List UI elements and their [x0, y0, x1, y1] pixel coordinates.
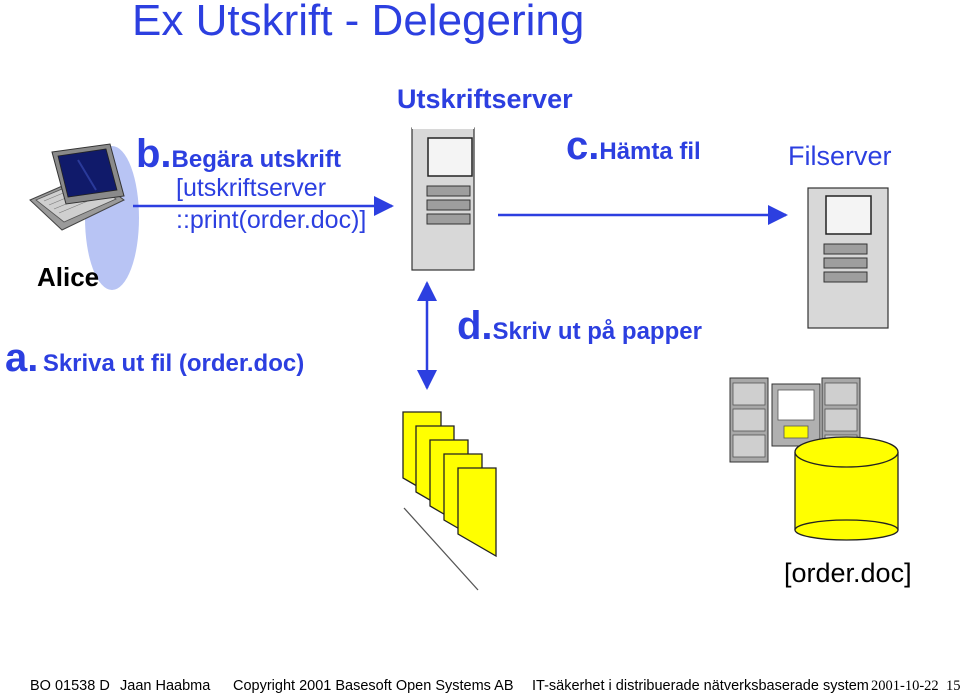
footer-code: BO 01538 D [30, 678, 110, 694]
step-a-letter: a. [5, 336, 39, 380]
step-b-line3: ::print(order.doc)] [176, 206, 367, 234]
step-b: b.Begära utskrift [136, 132, 341, 177]
step-a-text: Skriva ut fil (order.doc) [42, 350, 305, 377]
database-icon [794, 436, 899, 541]
alice-computer-icon [29, 143, 139, 290]
file-server-label: Filserver [788, 141, 892, 171]
step-b-line2: [utskriftserver [176, 174, 327, 202]
alice-label: Alice [37, 262, 100, 292]
footer-copyright: Copyright 2001 Basesoft Open Systems AB [233, 678, 514, 694]
file-server-icon [807, 187, 889, 329]
step-c-text: Hämta fil [599, 138, 701, 165]
slide-title: Ex Utskrift - Delegering [132, 0, 585, 45]
paper-stack-icon [402, 411, 497, 591]
print-server-label: Utskriftserver [397, 84, 573, 114]
footer-course: IT-säkerhet i distribuerade nätverksbase… [532, 678, 869, 694]
step-a: a. Skriva ut fil (order.doc) [5, 336, 304, 381]
step-d-letter: d. [457, 304, 493, 348]
step-c: c.Hämta fil [566, 124, 701, 169]
step-d-text: Skriv ut på papper [492, 318, 702, 345]
step-b-letter: b. [136, 132, 172, 176]
step-b-text: Begära utskrift [171, 146, 341, 173]
file-reference-label: [order.doc] [784, 558, 912, 588]
step-c-letter: c. [566, 124, 600, 168]
footer-author: Jaan Haabma [120, 678, 211, 694]
footer-date: 2001-10-22 [871, 678, 939, 694]
print-server-icon [411, 127, 475, 271]
step-d: d.Skriv ut på papper [457, 304, 702, 349]
footer-page-number: 15 [946, 678, 960, 694]
